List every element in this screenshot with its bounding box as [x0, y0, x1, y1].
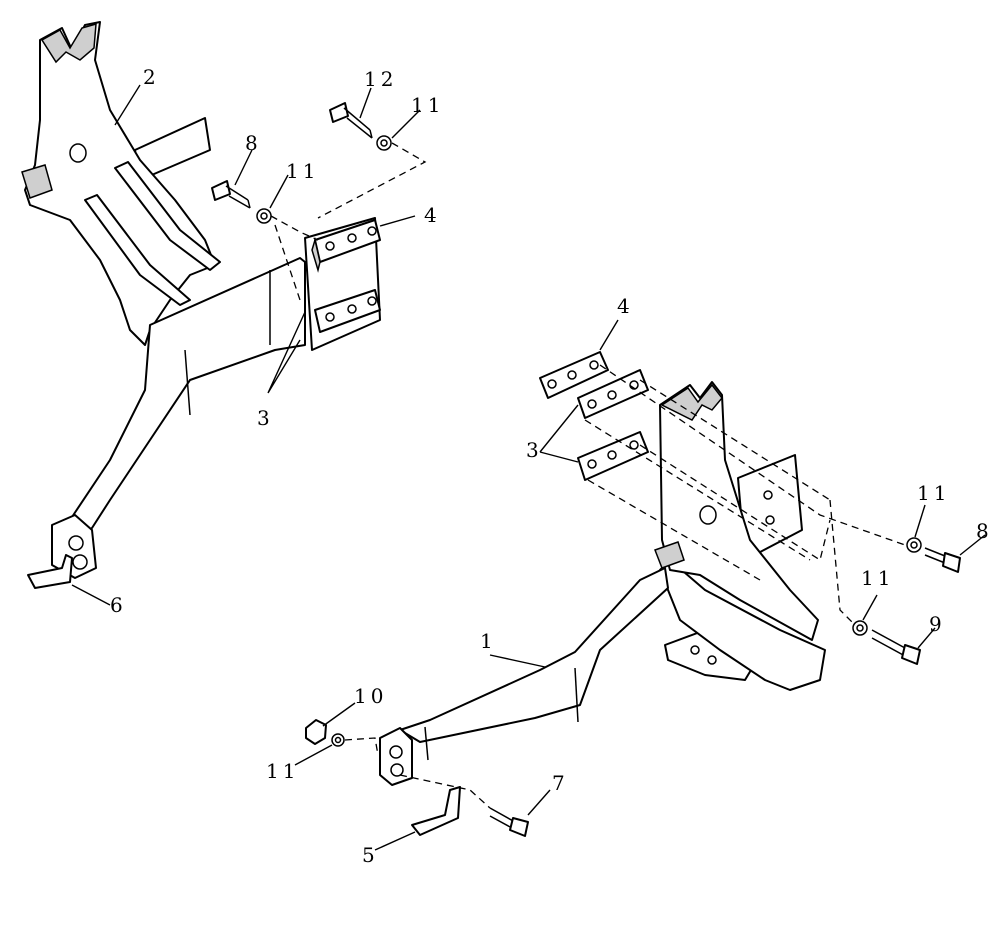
callout-12: 12 [364, 67, 397, 91]
upper-fasteners [211, 102, 427, 301]
callout-10: 10 [354, 684, 387, 708]
callout-4-lower: 4 [617, 294, 634, 318]
callout-1: 1 [480, 629, 497, 653]
callout-7: 7 [552, 771, 569, 795]
callout-5: 5 [362, 843, 379, 867]
callout-3-lower: 3 [526, 438, 543, 462]
callout-8-upper: 8 [245, 131, 262, 155]
callout-11-lower-left: 11 [266, 759, 299, 783]
callout-2: 2 [143, 65, 160, 89]
callout-11-lower-right: 11 [917, 481, 950, 505]
bracket-assembly-lower [379, 351, 826, 786]
callout-labels: 1 2 3 3 4 4 5 6 7 8 8 9 10 11 11 11 11 1… [110, 65, 993, 867]
callout-11-upper-right: 11 [411, 93, 444, 117]
lower-fasteners [305, 364, 961, 837]
bracket-assembly-upper [21, 21, 381, 589]
callout-3-upper: 3 [257, 406, 274, 430]
leaders [71, 84, 986, 851]
callout-11-lower-mid: 11 [861, 566, 894, 590]
callout-9: 9 [929, 612, 946, 636]
callout-6: 6 [110, 593, 127, 617]
callout-8-lower: 8 [976, 519, 993, 543]
callout-11-upper-left: 11 [286, 159, 319, 183]
callout-4-upper: 4 [424, 203, 441, 227]
